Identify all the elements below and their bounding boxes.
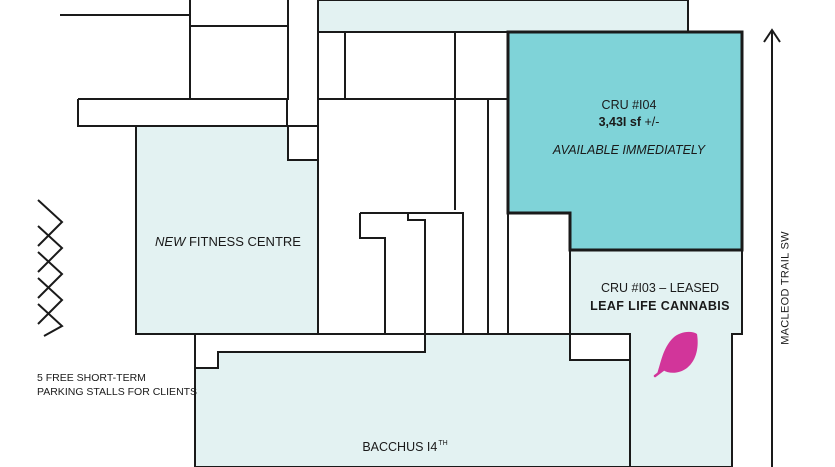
bacchus-superscript: TH: [438, 440, 448, 447]
cru104-title: CRU #I04: [601, 98, 657, 112]
unit-cru103: [569, 249, 743, 467]
stair-block: [359, 212, 464, 334]
parking-stalls: [37, 199, 64, 337]
bacchus-label: BACCHUS I4TH: [362, 440, 447, 454]
cru103-title: CRU #I03 – LEASED: [600, 281, 720, 295]
leaf-icon: [653, 331, 698, 378]
cru104-status: AVAILABLE IMMEDIATELY: [552, 143, 706, 157]
unit-cru104: [506, 30, 744, 252]
cru104-area: 3,43I sf +/-: [598, 115, 660, 129]
cru103-label: CRU #I03 – LEASED LEAF LIFE CANNABIS: [590, 279, 730, 315]
unit-bacchus: [194, 333, 631, 467]
cru103-tenant: LEAF LIFE CANNABIS: [590, 299, 730, 313]
fitness-label: NEW FITNESS CENTRE: [155, 235, 301, 248]
parking-line-1: 5 FREE SHORT-TERM: [37, 372, 146, 384]
room-upper-left: [189, 25, 289, 100]
fitness-name: FITNESS CENTRE: [185, 234, 301, 249]
fitness-prefix: NEW: [155, 234, 186, 249]
unit-top: [317, 0, 689, 33]
building-upper-left: [189, 0, 289, 27]
cru104-label: CRU #I04 3,43I sf +/- AVAILABLE IMMEDIAT…: [553, 97, 705, 159]
parking-line-2: PARKING STALLS FOR CLIENTS: [37, 386, 198, 398]
bacchus-name: BACCHUS I4: [362, 440, 438, 454]
parking-label: 5 FREE SHORT-TERM PARKING STALLS FOR CLI…: [37, 371, 197, 399]
corridor-spine: [77, 98, 319, 334]
room-upper-mid: [317, 31, 509, 100]
north-arrow-icon: [763, 28, 781, 467]
corridor-top: [287, 0, 319, 99]
street-label: MACLEOD TRAIL SW: [779, 231, 792, 345]
corridor-vertical: [454, 99, 489, 334]
unit-fitness: [135, 125, 319, 335]
